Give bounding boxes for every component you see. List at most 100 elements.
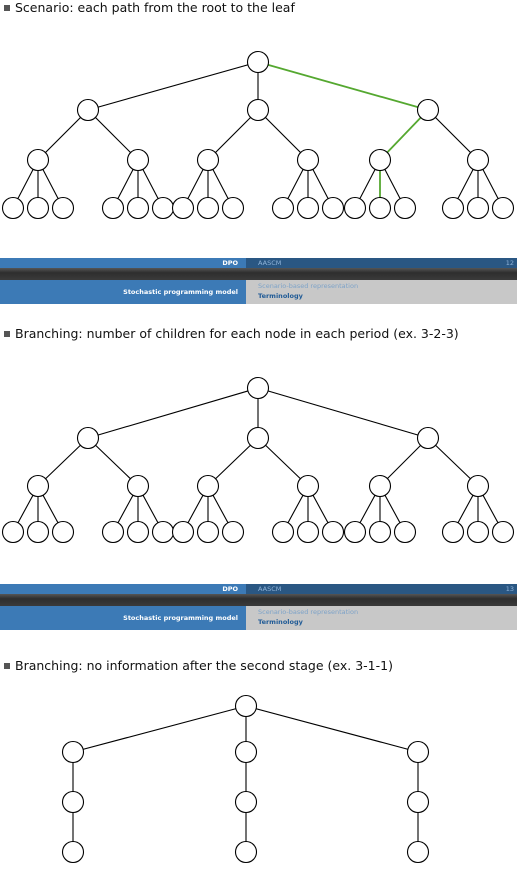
stage1-node — [61, 740, 85, 764]
scenario-path-edge — [257, 61, 429, 111]
leaf-node — [196, 196, 220, 220]
stage2-node — [196, 474, 220, 498]
stage2-node — [406, 790, 430, 814]
stage2-node — [196, 148, 220, 172]
footer-divider — [0, 268, 517, 280]
leaf-node — [234, 840, 258, 864]
branching-tree-diagram — [1, 376, 515, 544]
leaf-node — [221, 520, 245, 544]
leaf-node — [101, 520, 125, 544]
tree-edge — [87, 437, 139, 487]
tree-edge — [37, 109, 89, 161]
leaf-node — [51, 196, 75, 220]
footer-short-title: DPO — [0, 584, 246, 594]
leaf-node — [1, 520, 25, 544]
footer-divider — [0, 594, 517, 606]
tree-edge — [87, 387, 259, 439]
tree-edge — [257, 437, 309, 487]
tree-edge — [257, 387, 429, 439]
stage2-node — [368, 474, 392, 498]
leaf-node — [393, 196, 417, 220]
leaf-node — [368, 196, 392, 220]
slide-branching: Branching: number of children for each n… — [0, 304, 517, 584]
bullet-square-icon — [4, 663, 10, 669]
stage2-node — [126, 148, 150, 172]
bullet-scenario: Scenario: each path from the root to the… — [4, 1, 295, 15]
stage1-node — [416, 98, 440, 122]
footer-institute: AASCM — [258, 585, 282, 593]
leaf-node — [296, 196, 320, 220]
leaf-node — [368, 520, 392, 544]
stage1-node — [76, 98, 100, 122]
leaf-node — [126, 520, 150, 544]
stage1-node — [416, 426, 440, 450]
stage2-node — [26, 474, 50, 498]
stage2-node — [26, 148, 50, 172]
leaf-node — [441, 196, 465, 220]
footer-short-title: DPO — [0, 258, 246, 268]
leaf-node — [406, 840, 430, 864]
stage-tree-diagram — [61, 694, 430, 864]
leaf-node — [26, 520, 50, 544]
leaf-node — [1, 196, 25, 220]
root-node — [246, 376, 270, 400]
tree-edge — [87, 109, 139, 161]
stage2-node — [296, 474, 320, 498]
root-node — [234, 694, 258, 718]
footer-subsection-prev[interactable]: Scenario-based representation — [258, 282, 359, 290]
footer-page-number: 12 — [505, 259, 514, 267]
leaf-node — [393, 520, 417, 544]
bullet-branching-text: Branching: number of children for each n… — [15, 326, 459, 341]
stage2-node — [368, 148, 392, 172]
leaf-node — [491, 196, 515, 220]
tree-edge — [207, 109, 259, 161]
tree-edge — [87, 61, 259, 111]
leaf-node — [101, 196, 125, 220]
leaf-node — [321, 196, 345, 220]
leaf-node — [151, 196, 175, 220]
footer-subsection-current[interactable]: Terminology — [258, 292, 303, 300]
stage2-node — [296, 148, 320, 172]
stage1-node — [246, 426, 270, 450]
scenario-path-edge — [379, 109, 429, 161]
tree-edge — [207, 437, 259, 487]
stage2-node — [466, 148, 490, 172]
leaf-node — [151, 520, 175, 544]
leaf-node — [221, 196, 245, 220]
leaf-node — [271, 520, 295, 544]
stage2-node — [234, 790, 258, 814]
leaf-node — [296, 520, 320, 544]
tree-edge — [427, 109, 479, 161]
footer-page-number: 13 — [505, 585, 514, 593]
stage2-node — [61, 790, 85, 814]
leaf-node — [61, 840, 85, 864]
bullet-branching: Branching: number of children for each n… — [4, 327, 459, 341]
leaf-node — [171, 520, 195, 544]
root-node — [246, 50, 270, 74]
tree-edge — [427, 437, 479, 487]
tree-edge — [257, 109, 309, 161]
stage2-node — [466, 474, 490, 498]
tree-edge — [37, 437, 89, 487]
stage1-node — [246, 98, 270, 122]
footer-section[interactable]: Stochastic programming model — [0, 280, 246, 304]
footer-section[interactable]: Stochastic programming model — [0, 606, 246, 630]
leaf-node — [171, 196, 195, 220]
footer-subsection-prev[interactable]: Scenario-based representation — [258, 608, 359, 616]
bullet-square-icon — [4, 5, 10, 11]
leaf-node — [26, 196, 50, 220]
stage1-node — [234, 740, 258, 764]
tree-edge — [72, 705, 247, 753]
leaf-node — [466, 520, 490, 544]
stage1-node — [406, 740, 430, 764]
leaf-node — [441, 520, 465, 544]
bullet-square-icon — [4, 331, 10, 337]
footer-subsection-current[interactable]: Terminology — [258, 618, 303, 626]
footer-institute: AASCM — [258, 259, 282, 267]
slide-scenario: Scenario: each path from the root to the… — [0, 0, 517, 258]
scenario-tree-diagram — [1, 50, 515, 220]
stage1-node — [76, 426, 100, 450]
leaf-node — [466, 196, 490, 220]
tree-edge — [245, 705, 419, 753]
bullet-no-information: Branching: no information after the seco… — [4, 659, 393, 673]
